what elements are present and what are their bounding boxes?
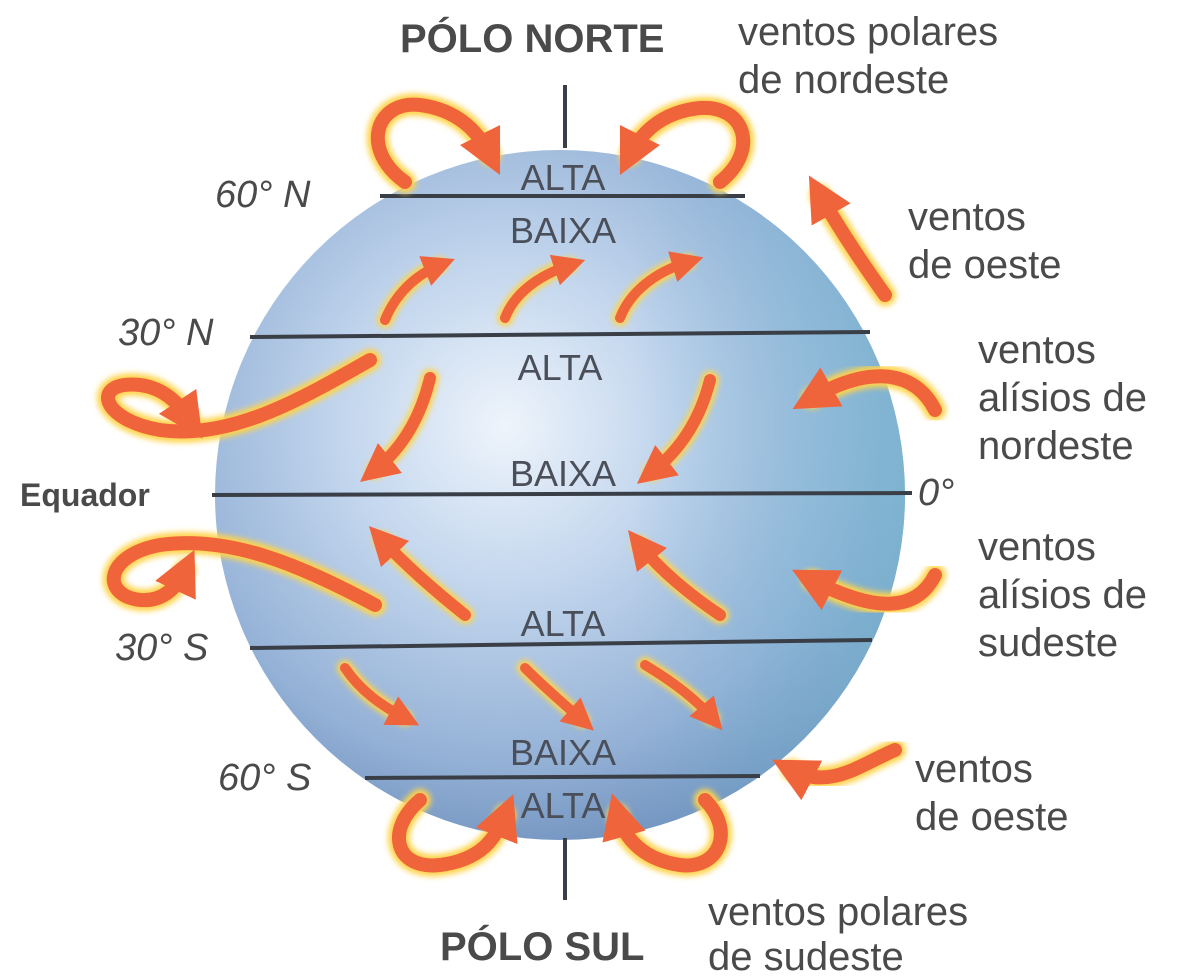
wind-arrow-trade-ne-2 bbox=[636, 371, 719, 484]
wind-arrow-trade-ne-1 bbox=[360, 369, 439, 482]
latitude-labels: 60° N 30° N Equador 0° 30° S 60° S bbox=[20, 174, 954, 799]
latitude-label-60s: 60° S bbox=[218, 757, 311, 799]
wind-label-polar-se: ventos polares de sudeste bbox=[708, 890, 979, 978]
wind-arrow-westerly-s-3 bbox=[637, 657, 723, 731]
wind-arrow-trade-se-1 bbox=[368, 525, 474, 624]
latitude-line-30s bbox=[249, 638, 873, 650]
wind-arrow-polar-se-left bbox=[388, 789, 518, 877]
wind-arrow-trade-se-left bbox=[102, 532, 386, 616]
wind-label-westerlies-s: ventos de oeste bbox=[915, 747, 1068, 839]
latitude-label-30s: 30° S bbox=[115, 627, 208, 669]
latitude-label-zero: 0° bbox=[918, 472, 954, 514]
wind-arrow-trade-ne-left bbox=[97, 349, 381, 443]
wind-label-westerlies-n: ventos de oeste bbox=[908, 195, 1061, 287]
latitude-label-30n: 30° N bbox=[118, 312, 214, 354]
wind-arrow-westerly-n-right bbox=[808, 175, 896, 306]
latitude-lines bbox=[211, 194, 913, 780]
wind-arrow-trade-ne-right bbox=[792, 365, 946, 421]
pressure-baixa-60s: BAIXA bbox=[510, 732, 616, 773]
pressure-labels: ALTA BAIXA ALTA BAIXA ALTA BAIXA ALTA bbox=[510, 157, 616, 826]
wind-label-polar-ne: ventos polares de nordeste bbox=[738, 10, 1009, 102]
latitude-line-60s bbox=[364, 774, 761, 780]
equator-line bbox=[211, 491, 913, 497]
wind-arrows bbox=[97, 93, 946, 877]
pressure-baixa-60n: BAIXA bbox=[510, 210, 616, 251]
wind-arrow-westerly-n-3 bbox=[612, 251, 704, 326]
wind-arrow-westerly-n-1 bbox=[377, 256, 455, 328]
equator-label: Equador bbox=[20, 477, 150, 513]
wind-arrow-polar-ne-right bbox=[619, 96, 755, 193]
wind-arrow-westerly-n-2 bbox=[497, 254, 586, 326]
wind-labels: ventos polares de nordeste ventos de oes… bbox=[708, 10, 1158, 978]
wind-arrow-westerly-s-right bbox=[772, 739, 906, 801]
wind-arrow-polar-ne-left bbox=[366, 93, 501, 193]
pressure-baixa-equator: BAIXA bbox=[510, 453, 616, 494]
wind-arrow-polar-se-right bbox=[602, 789, 732, 877]
wind-arrow-trade-se-2 bbox=[628, 530, 729, 624]
pressure-alta-30s: ALTA bbox=[521, 603, 606, 644]
pressure-alta-north-pole: ALTA bbox=[521, 157, 606, 198]
pressure-alta-30n: ALTA bbox=[518, 347, 603, 388]
south-pole-label: PÓLO SUL bbox=[440, 923, 644, 969]
latitude-label-60n: 60° N bbox=[215, 174, 311, 216]
wind-arrow-trade-se-right bbox=[792, 564, 946, 615]
north-pole-label: PÓLO NORTE bbox=[400, 15, 664, 61]
pressure-alta-south-pole: ALTA bbox=[521, 785, 606, 826]
wind-label-trade-se: ventos alísios de sudeste bbox=[978, 525, 1158, 665]
latitude-line-30n bbox=[249, 330, 871, 339]
wind-arrow-westerly-s-1 bbox=[337, 660, 420, 726]
wind-arrow-westerly-s-2 bbox=[517, 660, 594, 731]
wind-label-trade-ne: ventos alísios de nordeste bbox=[978, 328, 1158, 468]
